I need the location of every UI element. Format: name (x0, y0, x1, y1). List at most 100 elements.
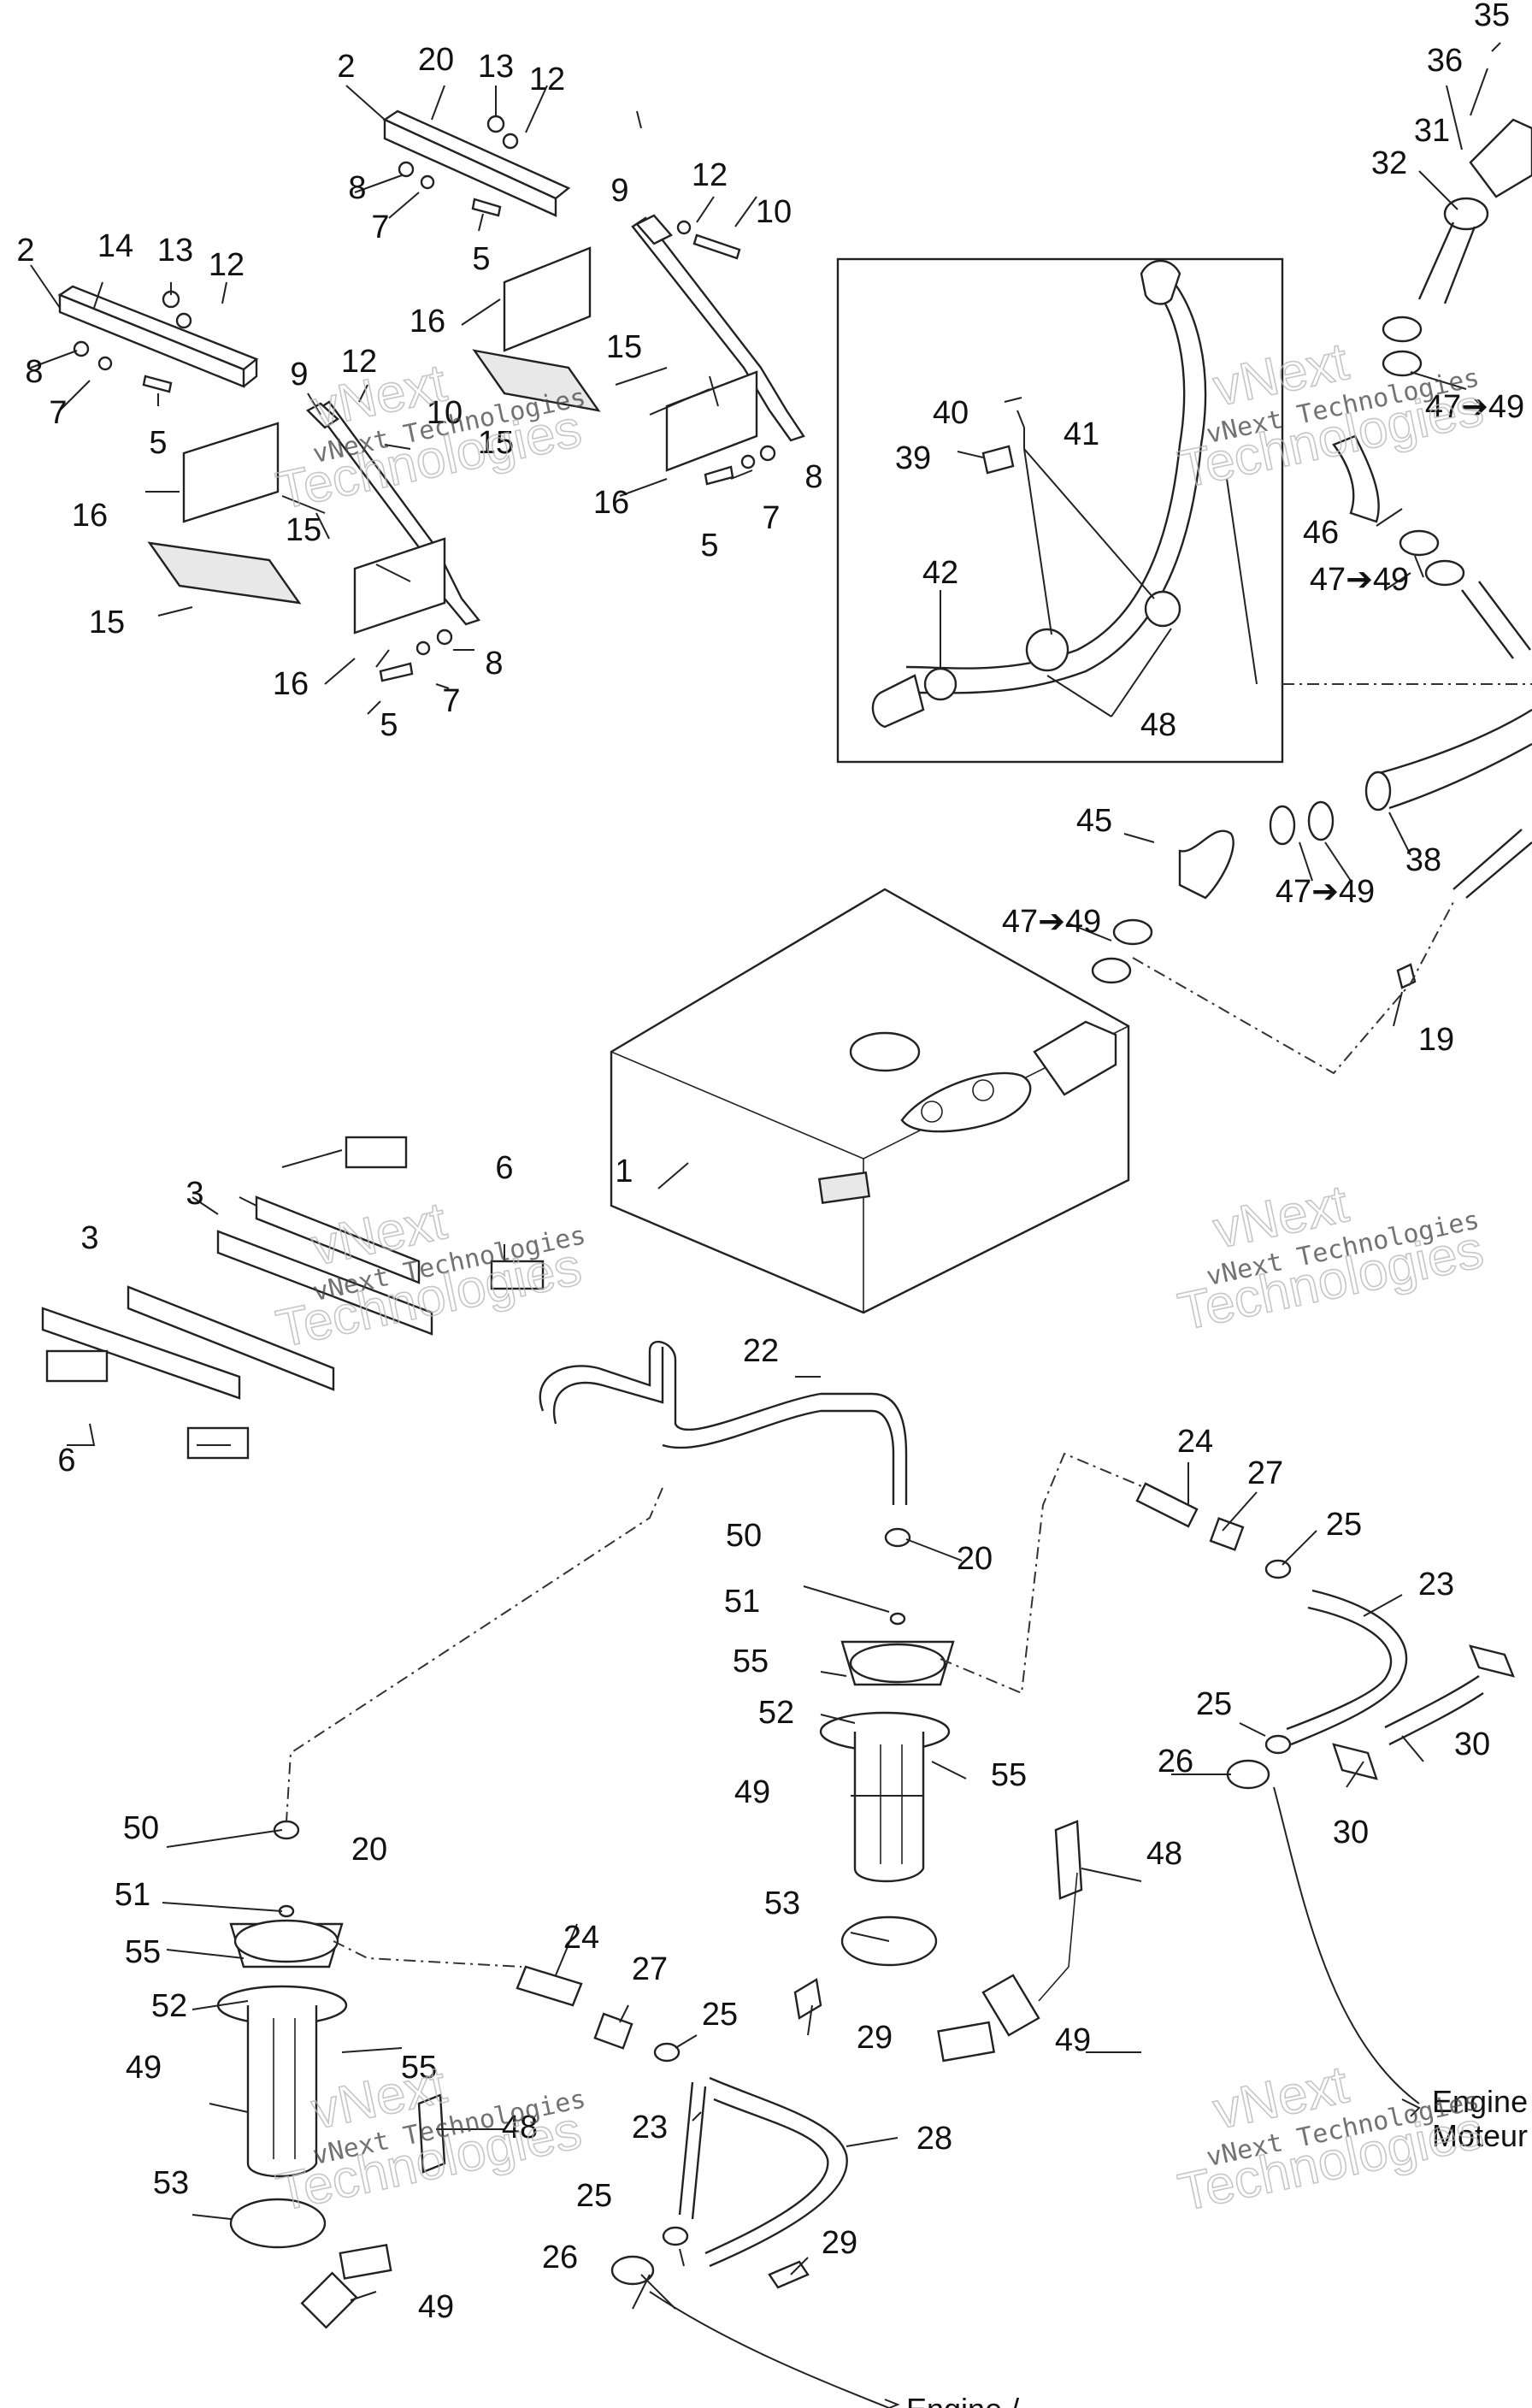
callout-24: 24 (563, 1920, 599, 1956)
callout-16: 16 (410, 304, 445, 339)
engine-label-bottom: Engine / (906, 2392, 1019, 2408)
callout-41: 42 (922, 555, 958, 591)
callout-7: 7 (49, 395, 67, 431)
callout-51: 51 (115, 1877, 150, 1913)
callout-15: 15 (478, 425, 514, 461)
callout-15: 15 (89, 605, 125, 640)
callout-23: 23 (1418, 1567, 1454, 1602)
callout-39: 40 (933, 395, 969, 431)
callout-45: 47➔49 (1276, 874, 1375, 910)
callout-5: 5 (380, 707, 398, 743)
callout-2: 2 (16, 233, 34, 269)
callout-52: 52 (151, 1988, 187, 2024)
callout-29: 29 (822, 2225, 857, 2261)
callout-25: 25 (702, 1997, 738, 2033)
callout-48: 48 (1146, 1836, 1182, 1872)
callout-14: 15 (606, 329, 642, 365)
callout-31: 30 (1333, 1815, 1369, 1850)
callout-8: 8 (485, 646, 503, 682)
callout-6: 6 (57, 1443, 75, 1478)
callout-27: 27 (632, 1951, 668, 1987)
callout-53: 53 (764, 1886, 800, 1921)
callout-55: 55 (401, 2050, 437, 2086)
callout-16: 16 (273, 666, 309, 702)
callout-12: 13 (157, 233, 193, 269)
callout-11: 12 (529, 62, 565, 97)
fuel-tank (610, 888, 1130, 1314)
callout-25: 25 (1326, 1507, 1362, 1543)
callout-23: 23 (632, 2110, 668, 2145)
callout-3: 3 (80, 1220, 98, 1256)
callout-47-49: 49 (126, 2050, 162, 2086)
callout-7: 7 (371, 210, 389, 245)
callout-50: 50 (123, 1810, 159, 1846)
callout-11: 12 (341, 344, 377, 380)
callout-50: 50 (726, 1518, 762, 1554)
callout-13: 20 (418, 42, 454, 78)
callout-11: 12 (692, 157, 728, 193)
engine-label-right: Engine (1432, 2084, 1528, 2119)
callout-26: 26 (542, 2240, 578, 2275)
callout-20: 20 (957, 1541, 993, 1577)
callout-36: 36 (1427, 43, 1463, 79)
callout-2: 2 (337, 49, 355, 85)
callout-10: 10 (427, 395, 463, 431)
callout-49: 49 (1055, 2022, 1091, 2058)
callout-37: 38 (1405, 842, 1441, 878)
callout-13: 14 (97, 228, 133, 264)
callout-3: 3 (186, 1176, 203, 1212)
callout-55: 55 (991, 1757, 1027, 1793)
filler-neck-hoses (1091, 118, 1532, 1075)
filler-hose-detail-inset (836, 257, 1284, 764)
callout-8: 8 (348, 170, 366, 206)
callout-20: 20 (351, 1832, 387, 1868)
callout-14: 15 (286, 512, 321, 548)
callout-47-49: 49 (734, 1774, 770, 1810)
callout-45: 47➔49 (1002, 904, 1101, 940)
callout-11: 12 (209, 247, 245, 283)
callout-55: 55 (733, 1644, 769, 1679)
callout-28: 28 (916, 2121, 952, 2157)
callout-19: 19 (1418, 1022, 1454, 1058)
callout-33: 32 (1371, 145, 1407, 181)
callout-10: 10 (756, 194, 792, 230)
moteur-label-right: Moteur (1432, 2118, 1528, 2153)
callout-38: 39 (895, 440, 931, 476)
tank-pads (41, 1136, 545, 1460)
callout-1: 1 (615, 1154, 633, 1189)
callout-43: 46 (1303, 515, 1339, 551)
callout-25: 25 (1196, 1686, 1232, 1722)
callout-7: 7 (762, 500, 780, 536)
fuel-pump-lower (216, 1820, 522, 2329)
callout-7: 7 (442, 683, 460, 719)
callout-9: 9 (610, 173, 628, 209)
callout-5: 5 (149, 425, 167, 461)
callout-32: 31 (1414, 113, 1450, 149)
callout-26: 26 (1158, 1744, 1193, 1779)
mounting-bracket-assembly-left (57, 285, 481, 682)
callout-55: 55 (125, 1934, 161, 1970)
callout-12: 13 (478, 49, 514, 85)
leader-lines (30, 42, 1501, 2310)
callout-27: 27 (1247, 1455, 1283, 1491)
mounting-bracket-assembly-right (382, 109, 805, 486)
callout-16: 16 (593, 485, 629, 521)
callout-40: 41 (1064, 416, 1099, 452)
callout-35: 35 (1474, 0, 1510, 33)
callout-22: 22 (743, 1333, 779, 1369)
callout-24: 24 (1177, 1424, 1213, 1460)
callout-53: 53 (153, 2165, 189, 2201)
callout-8: 8 (25, 354, 43, 390)
callout-42: 45 (1076, 803, 1112, 839)
callout-51: 51 (724, 1584, 760, 1620)
vent-line (286, 1341, 908, 1822)
callout-45: 47➔49 (1425, 389, 1524, 425)
callout-25: 25 (576, 2178, 612, 2214)
callout-labels: 2 14 13 12 8 7 5 9 12 10 15 16 15 15 16 … (16, 0, 1524, 2325)
callout-8: 8 (804, 459, 822, 495)
engine-notes: Engine Moteur Engine / (884, 2084, 1528, 2408)
callout-6: 6 (495, 1150, 513, 1186)
callout-46: 48 (1140, 707, 1176, 743)
callout-30: 30 (1454, 1726, 1490, 1762)
